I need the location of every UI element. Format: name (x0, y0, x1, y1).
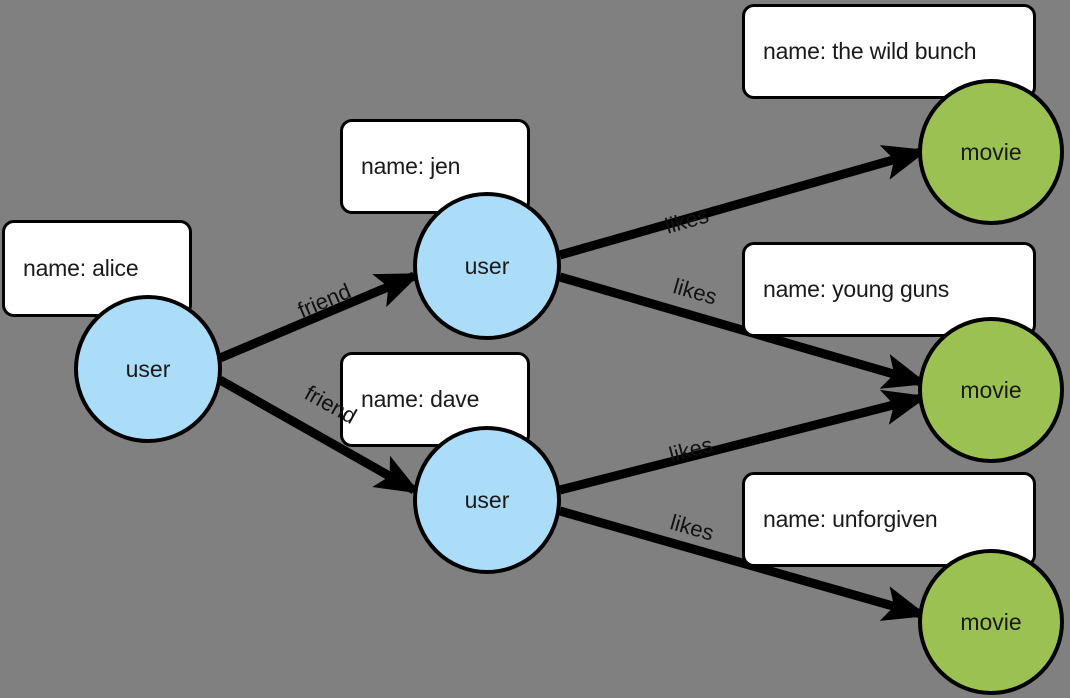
graph-edge (558, 389, 928, 495)
graph-node-movie[interactable]: movie (918, 317, 1064, 463)
graph-node-movie[interactable]: movie (918, 79, 1064, 225)
graph-edge (558, 145, 928, 260)
graph-node-user[interactable]: user (413, 426, 561, 574)
node-label: movie (960, 138, 1022, 165)
graph-node-user[interactable]: user (74, 295, 222, 443)
graph-edge (558, 506, 928, 621)
graph-node-movie[interactable]: movie (918, 549, 1064, 695)
node-label: user (125, 355, 171, 382)
graph-edge (217, 376, 421, 494)
property-box-label: name: dave (361, 386, 480, 412)
node-label: movie (960, 376, 1022, 403)
graph-node-user[interactable]: user (413, 192, 561, 340)
property-box-label: name: jen (361, 153, 461, 179)
property-box-label: name: unforgiven (763, 506, 938, 532)
edge-lines (217, 145, 928, 621)
node-label: movie (960, 608, 1022, 635)
node-label: user (464, 252, 510, 279)
property-box-label: name: young guns (763, 276, 950, 302)
graph-edge (558, 272, 928, 389)
property-box-label: name: alice (23, 255, 139, 281)
property-box-label: name: the wild bunch (763, 38, 977, 64)
graph-edge (218, 271, 421, 363)
node-label: user (464, 486, 510, 513)
